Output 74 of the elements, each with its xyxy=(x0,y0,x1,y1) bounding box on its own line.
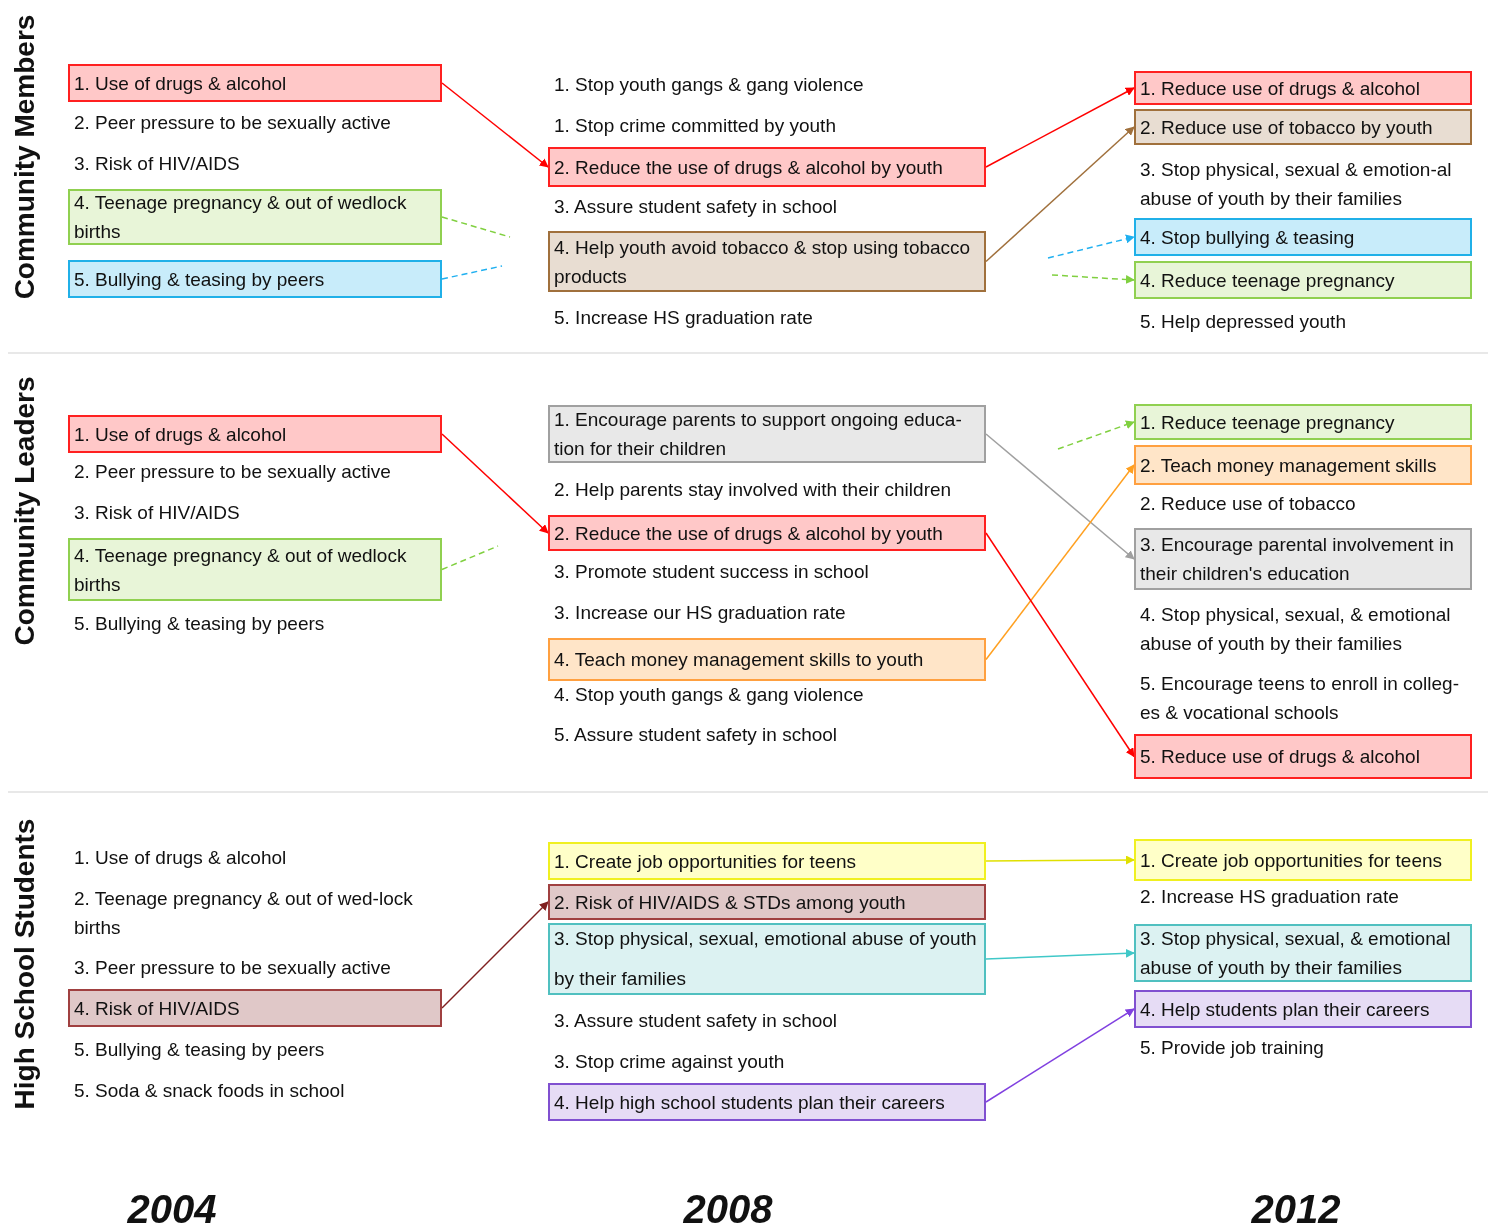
highlighted-item-box: 3. Stop physical, sexual, & emotional abuse of youth by their families xyxy=(1134,924,1472,982)
year-label: 2008 xyxy=(682,1187,774,1230)
list-item: 2. Peer pressure to be sexually active xyxy=(73,111,392,135)
highlighted-item-box: 3. Encourage parental involvement in their children's education xyxy=(1134,528,1472,590)
list-item: 3. Stop physical, sexual & emotion-al abuse of youth by their families xyxy=(1139,158,1453,211)
list-item: 2. Help parents stay involved with their children xyxy=(553,478,953,502)
highlighted-item-box: 5. Bullying & teasing by peers xyxy=(68,260,442,298)
list-item: 5. Provide job training xyxy=(1139,1036,1325,1060)
highlighted-item-box: 2. Reduce use of tobacco by youth xyxy=(1134,109,1472,145)
list-item: 5. Soda & snack foods in school xyxy=(73,1079,346,1103)
arrow xyxy=(985,855,1135,865)
list-item: 3. Assure student safety in school xyxy=(553,1009,839,1033)
list-item: 2. Teenage pregnancy & out of wed-lock births xyxy=(73,887,414,940)
list-item: 3. Risk of HIV/AIDS xyxy=(73,152,241,176)
highlighted-item-box: 4. Risk of HIV/AIDS xyxy=(68,989,442,1027)
highlighted-item-box: 1. Use of drugs & alcohol xyxy=(68,415,442,453)
arrow xyxy=(441,433,549,534)
arrow xyxy=(985,464,1135,661)
list-item: 5. Bullying & teasing by peers xyxy=(73,1038,326,1062)
dashed-arrow xyxy=(1051,274,1135,284)
list-item: 4. Stop physical, sexual, & emotional abuse of youth by their families xyxy=(1139,603,1452,656)
highlighted-item-box: 4. Stop bullying & teasing xyxy=(1134,218,1472,256)
list-item: 5. Increase HS graduation rate xyxy=(553,306,814,330)
highlighted-item-box: 2. Reduce the use of drugs & alcohol by youth xyxy=(548,147,986,187)
list-item: 3. Increase our HS graduation rate xyxy=(553,601,847,625)
list-item: 2. Increase HS graduation rate xyxy=(1139,885,1400,909)
list-item: 3. Assure student safety in school xyxy=(553,195,839,219)
list-item: 2. Peer pressure to be sexually active xyxy=(73,460,392,484)
list-item: 5. Encourage teens to enroll in colleg-es & vocational schools xyxy=(1139,672,1460,725)
highlighted-item-box: 5. Reduce use of drugs & alcohol xyxy=(1134,734,1472,779)
arrow xyxy=(985,948,1135,960)
highlighted-item-box: 4. Teenage pregnancy & out of wedlock births xyxy=(68,538,442,601)
highlighted-item-box: 4. Help students plan their careers xyxy=(1134,990,1472,1028)
highlighted-item-box: 2. Risk of HIV/AIDS & STDs among youth xyxy=(548,884,986,920)
arrow xyxy=(985,1008,1135,1103)
list-item: 2. Reduce use of tobacco xyxy=(1139,492,1357,516)
list-item: 5. Bullying & teasing by peers xyxy=(73,612,326,636)
highlighted-item-box: 1. Create job opportunities for teens xyxy=(1134,839,1472,881)
row-heading: High School Students xyxy=(9,817,41,1112)
highlighted-item-box: 4. Teenage pregnancy & out of wedlock births xyxy=(68,189,442,245)
arrow xyxy=(985,126,1135,263)
highlighted-item-box: 1. Encourage parents to support ongoing educa-tion for their children xyxy=(548,405,986,463)
highlighted-item-box: 1. Reduce use of drugs & alcohol xyxy=(1134,71,1472,105)
list-item: 4. Stop youth gangs & gang violence xyxy=(553,683,865,707)
list-item: 1. Stop youth gangs & gang violence xyxy=(553,73,865,97)
highlighted-item-box: 4. Reduce teenage pregnancy xyxy=(1134,261,1472,299)
arrow xyxy=(985,532,1135,758)
arrow xyxy=(985,87,1135,168)
list-item: 1. Use of drugs & alcohol xyxy=(73,846,288,870)
dashed-arrow xyxy=(1047,234,1135,259)
highlighted-item-box: 1. Create job opportunities for teens xyxy=(548,842,986,880)
year-label: 2012 xyxy=(1250,1187,1342,1230)
highlighted-item-box: 4. Teach money management skills to youth xyxy=(548,638,986,681)
list-item: 3. Stop crime against youth xyxy=(553,1050,786,1074)
highlighted-item-box: 4. Help youth avoid tobacco & stop using tobacco products xyxy=(548,231,986,292)
highlighted-item-box: 1. Use of drugs & alcohol xyxy=(68,64,442,102)
list-item: 5. Help depressed youth xyxy=(1139,310,1347,334)
list-item: 3. Promote student success in school xyxy=(553,560,870,584)
list-item: 5. Assure student safety in school xyxy=(553,723,839,747)
list-item: 3. Risk of HIV/AIDS xyxy=(73,501,241,525)
arrow xyxy=(985,433,1135,560)
list-item: 3. Peer pressure to be sexually active xyxy=(73,956,392,980)
highlighted-item-box: 3. Stop physical, sexual, emotional abuse of youth by their families xyxy=(548,923,986,995)
dashed-arrow xyxy=(1057,420,1135,450)
highlighted-item-box: 2. Reduce the use of drugs & alcohol by youth xyxy=(548,515,986,551)
highlighted-item-box: 4. Help high school students plan their careers xyxy=(548,1083,986,1121)
highlighted-item-box: 2. Teach money management skills xyxy=(1134,445,1472,485)
arrow xyxy=(441,82,549,168)
year-label: 2004 xyxy=(126,1187,218,1230)
row-heading: Community Leaders xyxy=(9,375,41,648)
arrow xyxy=(441,901,549,1009)
highlighted-item-box: 1. Reduce teenage pregnancy xyxy=(1134,404,1472,440)
row-heading: Community Members xyxy=(9,13,41,302)
list-item: 1. Stop crime committed by youth xyxy=(553,114,837,138)
